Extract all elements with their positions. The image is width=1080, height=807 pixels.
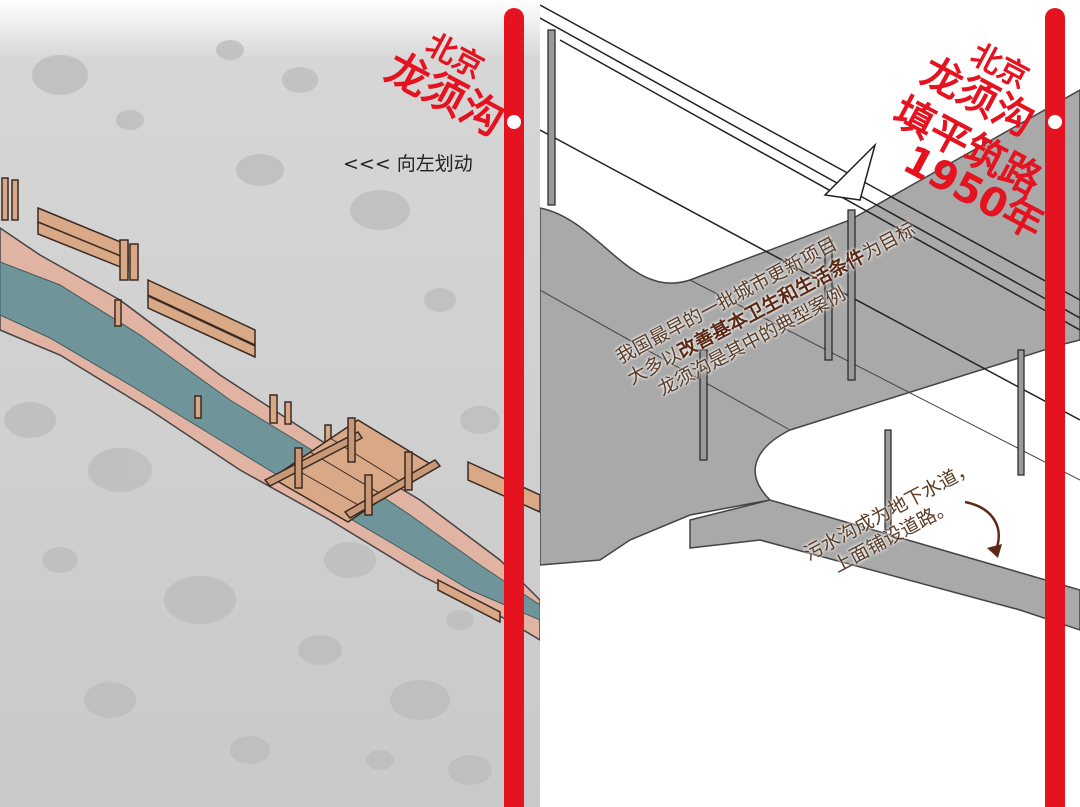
left-panel: 北京 龙须沟 <<< 向左划动 — [0, 0, 540, 807]
swipe-hint[interactable]: <<< 向左划动 — [343, 153, 473, 175]
right-panel: 北京 龙须沟 填平筑路 1950年 我国最早的一批城市更新项目 大多以改善基本卫… — [540, 0, 1080, 807]
left-red-bar — [504, 8, 524, 807]
right-slider-dot — [1048, 115, 1062, 129]
ditch-illustration — [0, 40, 540, 785]
left-slider-dot — [507, 115, 521, 129]
right-red-bar — [1045, 8, 1065, 807]
road-illustration — [540, 4, 1080, 631]
